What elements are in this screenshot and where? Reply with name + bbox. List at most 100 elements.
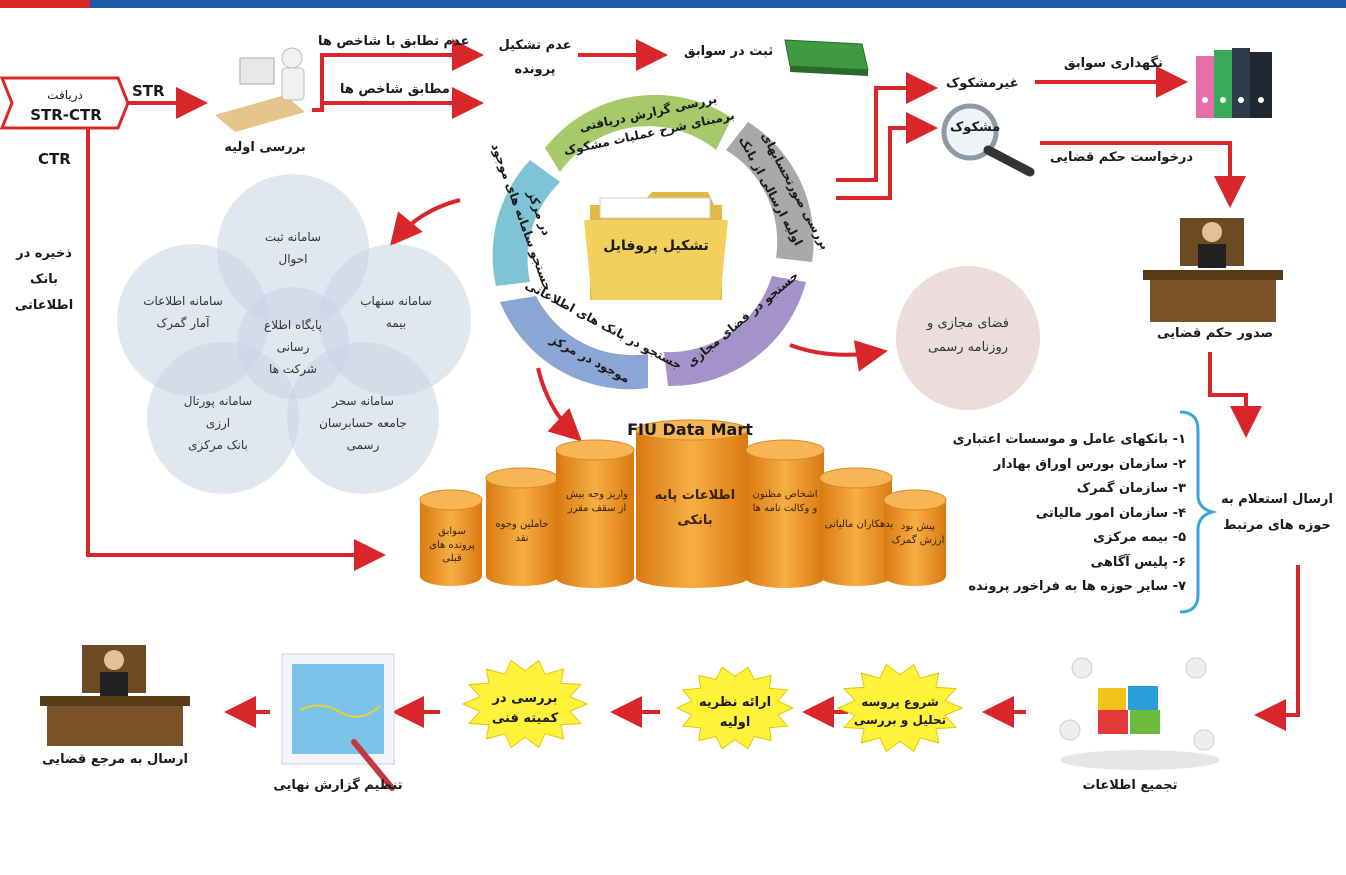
str-label: STR	[132, 82, 165, 100]
inquiry-title-line2: حوزه های مرتبط	[1223, 518, 1331, 533]
issue-verdict-label: صدور حکم قضایی	[1156, 326, 1274, 341]
data-mart-cylinder	[555, 439, 635, 588]
receive-label: دریافت	[47, 88, 83, 102]
inquiry-item: ۵- بیمه مرکزی	[1093, 530, 1186, 545]
venn-br-line1: سامانه سحر	[332, 394, 394, 408]
request-verdict-label: درخواست حکم قضایی	[1050, 150, 1194, 165]
cyber-line2: روزنامه رسمی	[928, 340, 1008, 355]
judge-bottom-illustration	[40, 645, 190, 746]
data-mart-cylinder	[883, 489, 947, 586]
cycle-center-label: تشکیل پروفایل	[603, 238, 709, 254]
cyl2-label: حاملین وجوه نقد	[495, 519, 549, 544]
judge-desk-illustration	[1143, 218, 1283, 322]
venn-bl-line1: سامانه پورتال	[183, 394, 253, 408]
top-bar-accent	[0, 0, 90, 8]
arrow-cycle-notsusp	[836, 72, 938, 182]
inquiry-title-line1: ارسال استعلام به	[1221, 492, 1333, 507]
store-db-line3: اطلاعاتی	[14, 298, 74, 313]
venn-bl-line2: ارزی	[205, 416, 231, 430]
arrow-cycle-susp	[836, 112, 938, 200]
venn-diagram	[117, 174, 471, 494]
data-mart-title: FIU Data Mart	[627, 420, 753, 439]
initial-review-label: بررسی اولیه	[224, 140, 306, 155]
start-line2: تحلیل و بررسی	[853, 713, 947, 727]
store-db-line2: بانک	[30, 272, 58, 287]
puzzle-illustration	[1059, 657, 1220, 770]
cyl1-label: سوابق پرونده های قبلی	[429, 526, 475, 564]
final-report-label: تنظیم گزارش نهایی	[273, 778, 403, 793]
cyl4-label: اطلاعات پایه بانکی	[654, 488, 736, 528]
opinion-line1: ارائه نظریه	[698, 695, 772, 710]
gather-label: تجمیع اطلاعات	[1082, 778, 1178, 793]
inquiry-item: ۲- سازمان بورس اوراق بهادار	[993, 456, 1186, 472]
cyl7-label: پیش بود ارزش گمرک	[891, 521, 945, 546]
mismatch-label: عدم تطابق با شاخص ها	[318, 34, 470, 49]
venn-left-line2: آمار گمرک	[156, 316, 210, 330]
inquiry-list: ۱- بانکهای عامل و موسسات اعتباری ۲- سازم…	[886, 428, 1186, 600]
magnifier-illustration	[941, 103, 1035, 177]
venn-center-line2: رسانی	[276, 340, 310, 354]
venn-left-line1: سامانه اطلاعات	[143, 294, 223, 308]
arrow-verdict-to-inquiry	[1208, 352, 1262, 438]
inquiry-item: ۶- پلیس آگاهی	[1090, 554, 1186, 570]
committee-line1: بررسی در	[492, 691, 558, 706]
burst-opinion	[675, 666, 795, 750]
suspicious-label: مشکوک	[950, 120, 1001, 135]
arrow-inquiry-to-gather	[1254, 565, 1300, 731]
ctr-label: CTR	[38, 150, 71, 168]
cyl5-label: اشخاص مظنون و وکالت نامه ها	[752, 489, 818, 514]
arrow-cycle-to-datamart	[536, 367, 582, 442]
data-mart-cylinder	[419, 489, 483, 586]
send-judicial-label: ارسال به مرجع قضایی	[42, 752, 188, 767]
list-bracket	[1179, 410, 1218, 614]
data-mart-cylinder	[819, 467, 893, 586]
arrow-cycle-to-venn	[389, 198, 461, 247]
venn-center-line1: پایگاه اطلاع	[264, 318, 322, 332]
data-mart-cylinder	[745, 439, 825, 588]
arrow-ctr-storage	[86, 128, 386, 571]
venn-right-line1: سامانه سنهاب	[360, 294, 432, 308]
arrow-request-verdict	[1040, 141, 1246, 208]
inquiry-item: ۴- سازمان امور مالیاتی	[1035, 505, 1186, 521]
committee-line2: کمیته فنی	[491, 711, 559, 726]
venn-br-line3: رسمی	[346, 438, 380, 452]
str-ctr-label: STR-CTR	[30, 106, 102, 124]
burst-committee	[461, 659, 589, 749]
record-history-label: ثبت در سوابق	[684, 44, 774, 59]
inquiry-item: ۷- سایر حوزه ها به فراخور پرونده	[968, 579, 1186, 594]
cyl3-label: واریز وجه بیش از سقف مقرر	[565, 489, 629, 514]
not-suspicious-label: غیرمشکوک	[946, 76, 1019, 91]
inquiry-item: ۳- سازمان گمرک	[1076, 481, 1186, 496]
venn-top-line2: احوال	[278, 252, 308, 266]
venn-bl-line3: بانک مرکزی	[188, 438, 248, 452]
cyl6-label: بدهکاران مالیاتی	[824, 519, 894, 530]
data-mart-cylinders	[419, 419, 947, 588]
opinion-line2: اولیه	[719, 715, 751, 730]
review-desk-illustration	[215, 47, 305, 132]
keep-records-label: نگهداری سوابق	[1064, 56, 1163, 71]
note-paper-illustration	[281, 653, 395, 791]
store-db-line1: ذخیره در	[16, 246, 72, 261]
inquiry-item: ۱- بانکهای عامل و موسسات اعتباری	[952, 432, 1186, 447]
start-line1: شروع پروسه	[861, 695, 939, 709]
green-binder-illustration	[784, 39, 869, 76]
venn-center-line3: شرکت ها	[269, 362, 317, 376]
folder-illustration	[584, 192, 728, 300]
str-ctr-box	[0, 76, 130, 130]
venn-br-line2: جامعه حسابرسان	[319, 416, 407, 430]
arrow-review-branch	[312, 39, 484, 112]
venn-right-line2: بیمه	[385, 316, 407, 330]
cyber-circle	[896, 266, 1040, 410]
no-file-line2: پرونده	[514, 62, 556, 77]
data-mart-cylinder	[485, 467, 559, 586]
venn-top-line1: سامانه ثبت	[264, 230, 322, 244]
data-mart-cylinder	[635, 419, 749, 588]
top-bar	[0, 0, 1346, 8]
arrow-cycle-to-cyber	[789, 339, 888, 372]
process-cycle	[492, 94, 814, 390]
no-file-line1: عدم تشکیل	[498, 38, 572, 53]
binders-illustration	[1196, 48, 1272, 118]
cyber-line1: فضای مجازی و	[927, 316, 1009, 331]
burst-start	[836, 663, 964, 753]
